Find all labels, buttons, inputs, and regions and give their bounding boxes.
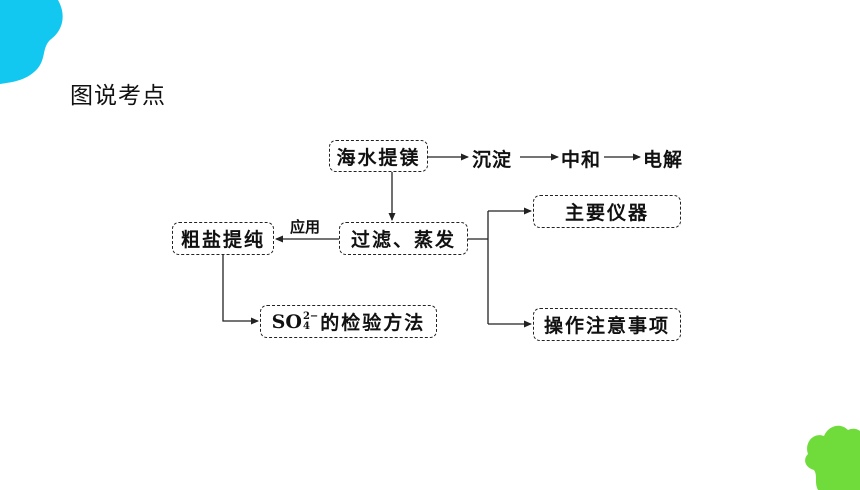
so4-method-text: 的检验方法 (320, 312, 426, 334)
so4-charge: 2− (302, 310, 319, 322)
edge-cuyan-so4 (222, 255, 259, 325)
node-cuyan-tichun: 粗盐提纯 (172, 222, 274, 255)
so4-symbol: SO (271, 310, 302, 333)
node-haishui-timei: 海水提镁 (329, 140, 428, 172)
node-caozuo-zhuyi: 操作注意事项 (533, 308, 681, 341)
node-zhuyao-yiqi: 主要仪器 (533, 195, 681, 228)
node-so4-jianyan: SO 2− 4 的检验方法 (260, 305, 437, 338)
so4-formula: SO 2− 4 (272, 311, 321, 333)
corner-blob-top-left (0, 0, 63, 84)
node-dianjie: 电解 (643, 149, 684, 171)
corner-blob-bottom-right (805, 425, 860, 490)
node-chendian: 沉淀 (472, 149, 513, 171)
node-guolv-zhengfa: 过滤、蒸发 (339, 222, 468, 255)
so4-subscript: 4 (302, 320, 310, 332)
node-zhonghe: 中和 (561, 149, 602, 171)
edge-label-yingyong: 应用 (290, 218, 321, 236)
page-title: 图说考点 (70, 83, 166, 109)
